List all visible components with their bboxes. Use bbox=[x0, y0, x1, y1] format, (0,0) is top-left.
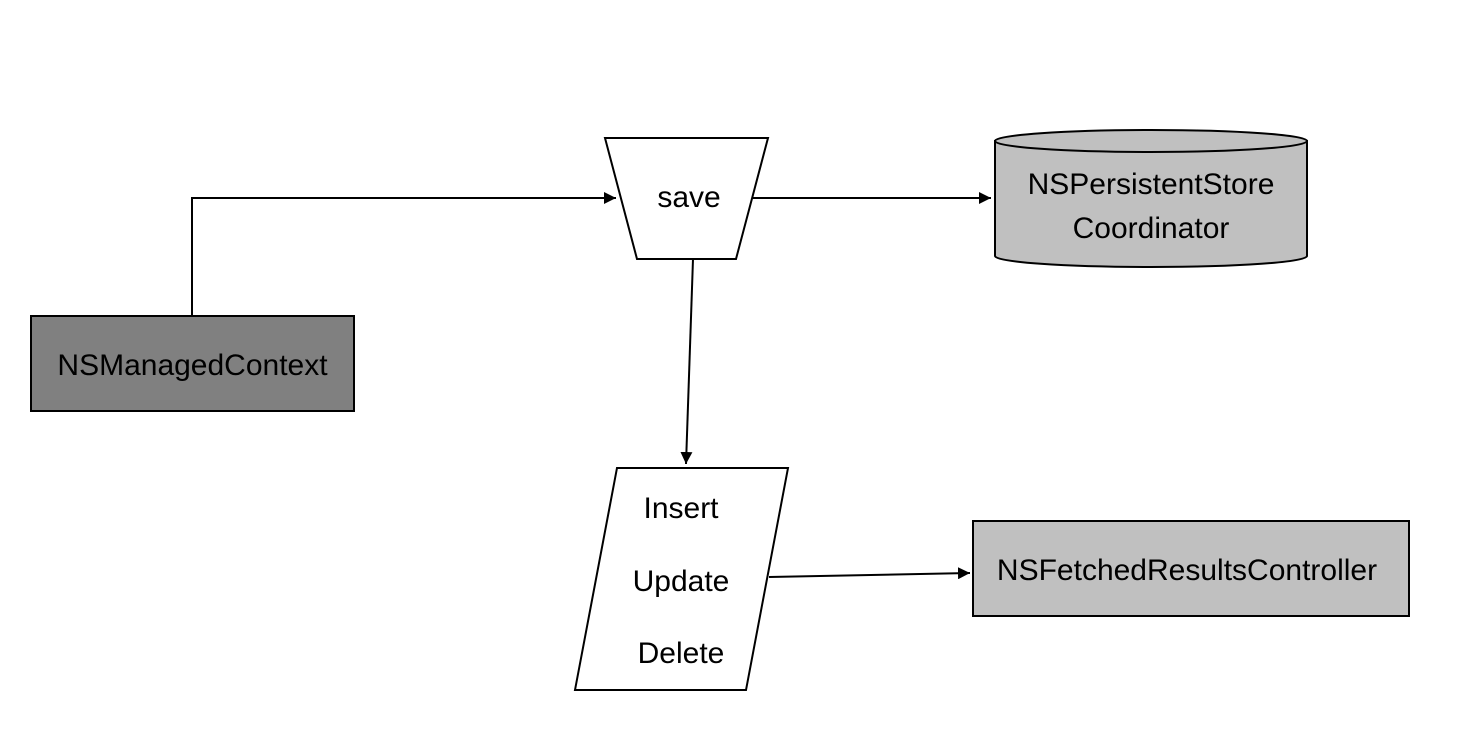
edge-context-to-save bbox=[191, 192, 616, 316]
edge-save-to-changes bbox=[680, 258, 694, 465]
save-node: save bbox=[603, 137, 770, 260]
store-coordinator-cylinder-top bbox=[994, 129, 1308, 153]
fetched-results-label: NSFetchedResultsController bbox=[997, 554, 1377, 587]
edge-changes-to-fetched-results bbox=[768, 567, 971, 580]
changes-node: Insert Update Delete bbox=[573, 467, 790, 691]
store-coordinator-node: NSPersistentStore Coordinator bbox=[994, 129, 1308, 268]
managed-context-label: NSManagedContext bbox=[57, 349, 328, 382]
fetched-results-node: NSFetchedResultsController bbox=[972, 520, 1410, 617]
store-coordinator-label-line2: Coordinator bbox=[1073, 212, 1230, 245]
managed-context-box bbox=[30, 315, 355, 412]
changes-delete-label: Delete bbox=[638, 637, 725, 670]
changes-insert-label: Insert bbox=[643, 492, 719, 525]
fetched-results-box bbox=[972, 520, 1410, 617]
changes-update-label: Update bbox=[633, 565, 730, 598]
managed-context-node: NSManagedContext bbox=[30, 315, 355, 412]
store-coordinator-cylinder-body bbox=[994, 140, 1308, 268]
changes-parallelogram bbox=[573, 467, 790, 691]
save-label: save bbox=[657, 181, 720, 214]
store-coordinator-label-line1: NSPersistentStore bbox=[1028, 168, 1275, 201]
save-trapezoid bbox=[603, 137, 770, 260]
